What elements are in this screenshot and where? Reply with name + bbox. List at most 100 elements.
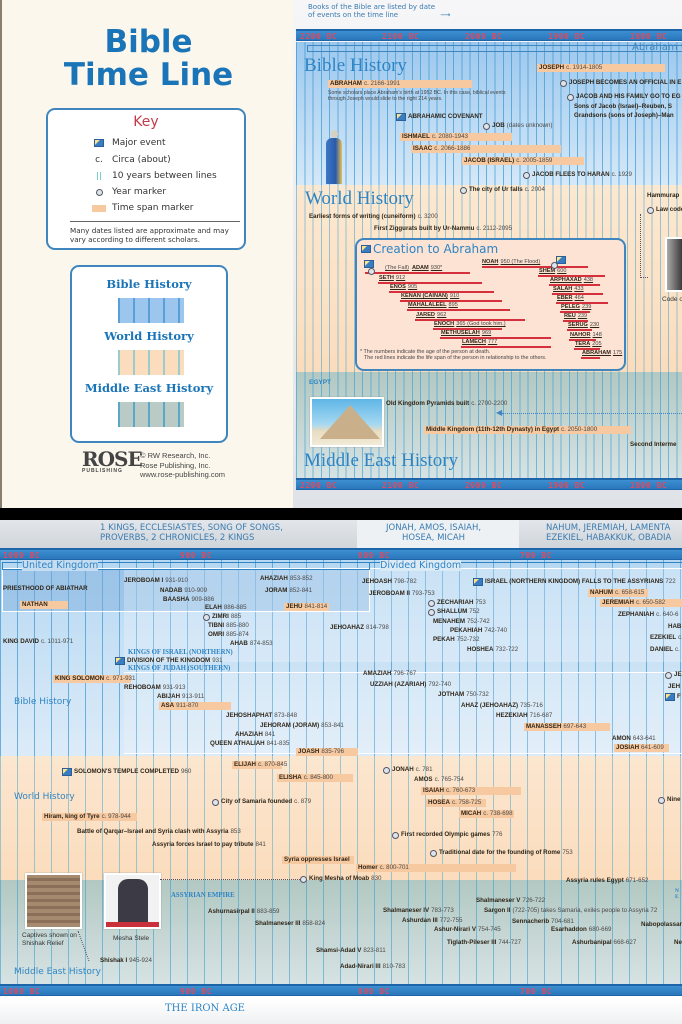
event-date: c. 845-800 xyxy=(303,774,333,781)
legend-swatch-middle-east xyxy=(118,402,184,427)
books-note-text: Books of the Bible are listed by date of… xyxy=(308,3,436,19)
person-name: SERUG xyxy=(568,322,588,328)
year-marker-icon xyxy=(212,798,219,806)
person-name: NAHOR xyxy=(570,332,591,338)
event-name: JEHOAHAZ xyxy=(330,624,365,631)
lifespan-line xyxy=(563,320,588,322)
abraham-date-note: Some scholars place Abraham's birth at 1… xyxy=(328,90,506,103)
event-date: 732-722 xyxy=(495,646,519,653)
event-name: Assyria rules Egypt xyxy=(566,877,624,884)
lifespan-line xyxy=(549,284,600,286)
event-name: Tiglath-Pileser III xyxy=(447,939,497,946)
event-name: ZEPHANIAH xyxy=(618,611,655,618)
event-name: Traditional date for the founding of Rom… xyxy=(439,849,561,856)
event-date: 931 xyxy=(212,657,223,664)
event-name: Middle Kingdom (11th-12th Dynasty) in Eg… xyxy=(426,426,560,433)
event-name: NATHAN xyxy=(22,601,48,608)
event-name: JE xyxy=(674,671,682,678)
event-date: 852-841 xyxy=(289,587,313,594)
event-name: ZECHARIAH xyxy=(437,599,474,606)
event-name: MENAHEM xyxy=(433,618,465,625)
event-name: JACOB (ISRAEL) xyxy=(464,157,515,164)
creation-title: Creation to Abraham xyxy=(361,242,498,256)
event-name: Ashurnasirpal II xyxy=(208,908,255,915)
event-name: F xyxy=(677,693,681,700)
event-date: 704-681 xyxy=(551,918,574,925)
section-title-world: World History xyxy=(14,792,75,802)
image-caption: Mesha Stele xyxy=(113,935,150,942)
lifespan-line xyxy=(552,293,603,295)
event-date: 697-643 xyxy=(563,723,587,730)
books-label: 1 KINGS, ECCLESIASTES, SONG OF SONGS,PRO… xyxy=(94,520,283,548)
key-label: 10 years between lines xyxy=(112,171,217,181)
event-date: 752-732 xyxy=(456,636,480,643)
event-name: Shishak I xyxy=(100,957,128,964)
person-name: EBER xyxy=(557,295,573,301)
page-title: Bible Time Line xyxy=(2,26,295,92)
timeline-event: ISRAEL (NORTHERN KINGDOM) FALLS TO THE A… xyxy=(473,578,676,586)
year-marker-icon xyxy=(428,599,435,607)
books-line: HOSEA, MICAH xyxy=(402,532,466,543)
event-date: c. 2005-1859 xyxy=(516,157,553,164)
key-item: c.Circa (about) xyxy=(92,155,171,165)
event-name: Second Interme xyxy=(630,441,677,448)
year-marker-icon xyxy=(428,608,435,616)
event-name: JOSEPH BECOMES AN OFFICIAL IN E xyxy=(569,79,682,86)
event-name: Earliest forms of writing (cuneiform) xyxy=(309,213,416,220)
person-age: 148 xyxy=(592,332,602,338)
event-name: AMAZIAH xyxy=(363,670,392,677)
axis-tick-label: 1000 BC xyxy=(3,987,41,996)
person-age: 962 xyxy=(436,312,447,318)
person-name: ABRAHAM xyxy=(582,350,611,356)
event-name: Sargon II xyxy=(484,907,511,914)
event-name: ELIJAH xyxy=(234,761,257,768)
event-name: Battle of Qarqar–Israel and Syria clash … xyxy=(77,828,229,835)
timeline-event: Law code xyxy=(647,206,682,214)
event-name: HEZEKIAH xyxy=(496,712,528,719)
event-date: 931-913 xyxy=(162,684,186,691)
footnote-line: The red lines indicate the life span of … xyxy=(364,355,547,362)
legend-swatch-world xyxy=(118,350,184,375)
event-name: JONAH xyxy=(392,766,414,773)
event-name: BAASHA xyxy=(163,596,190,603)
timeline-event: Battle of Qarqar–Israel and Syria clash … xyxy=(77,828,241,836)
event-name: Syria oppresses Israel xyxy=(284,856,350,863)
timeline-event: F xyxy=(665,693,682,701)
person-age: 930* xyxy=(430,265,443,271)
israel-block xyxy=(124,568,682,662)
major-event-icon xyxy=(361,245,371,253)
lifespan-line xyxy=(378,282,482,284)
major-event-icon xyxy=(364,260,374,268)
publisher-url[interactable]: www.rose-publishing.com xyxy=(140,470,226,479)
person-age: 464 xyxy=(574,295,584,301)
axis-tick-label: 700 BC xyxy=(520,987,552,996)
event-name: ASA xyxy=(161,702,175,709)
key-label: Time span marker xyxy=(112,203,194,213)
year-marker-icon xyxy=(647,206,654,214)
person-age: 239 xyxy=(581,304,592,310)
event-name: JEHORAM (JORAM) xyxy=(260,722,320,729)
axis-tick-label: 700 BC xyxy=(520,551,552,560)
timeline-event: Ne xyxy=(674,939,682,947)
axis-tick-label: 1900 BC xyxy=(548,32,586,41)
legend-box: Bible History World History Middle East … xyxy=(70,265,228,443)
event-name: JEHOASH xyxy=(362,578,392,585)
event-date: c. 2050-1800 xyxy=(561,426,598,433)
timeline-event: Nabopolassar xyxy=(641,921,682,929)
event-name: JORAM xyxy=(265,587,288,594)
